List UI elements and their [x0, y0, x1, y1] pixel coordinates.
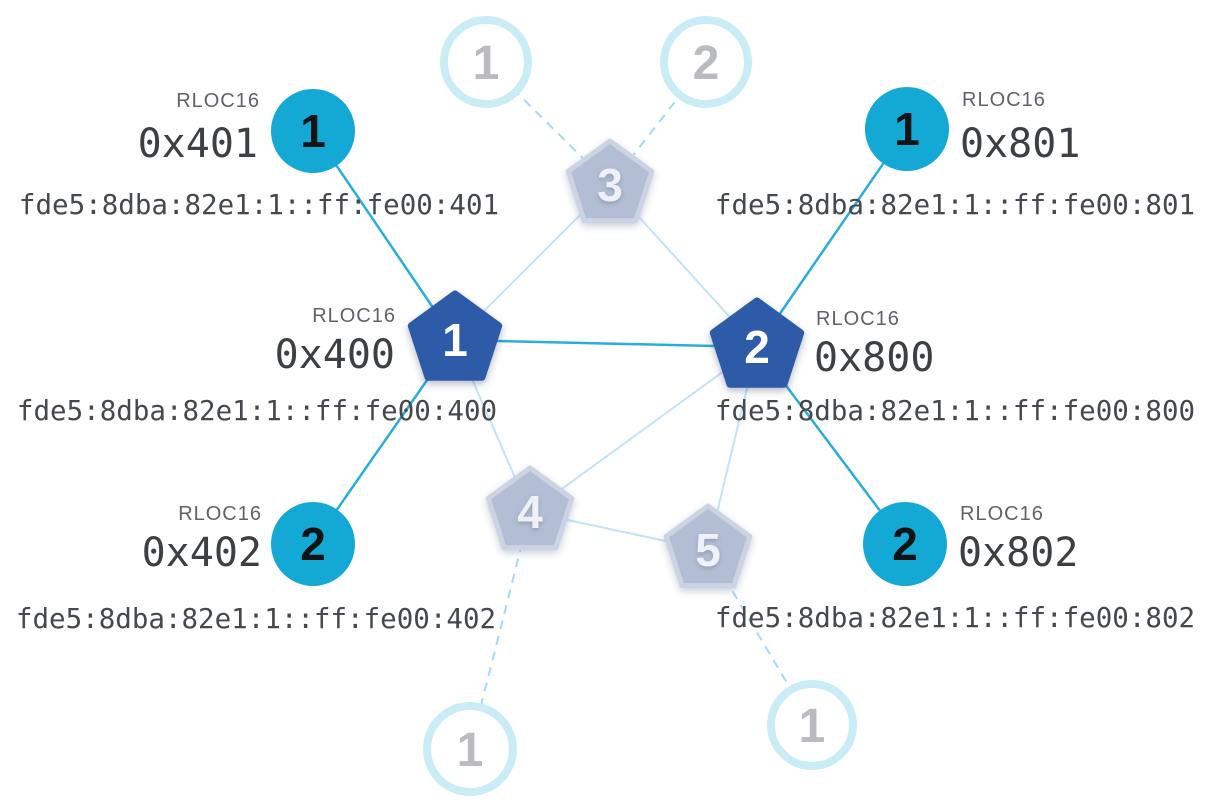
edge-pentagon-4-circle-bottom-1 — [469, 511, 531, 750]
child-0x402-rloc16-caption: RLOC16 — [178, 503, 262, 525]
child-0x801-shape[interactable] — [865, 87, 949, 171]
router-2-number: 2 — [744, 321, 770, 373]
child-0x802-shape[interactable] — [863, 502, 947, 586]
router-1-number: 1 — [442, 314, 468, 366]
router-1-rloc16-value: 0x400 — [275, 332, 395, 378]
node-router-1[interactable]: 1 — [407, 290, 503, 381]
node-circle-bottom-2[interactable]: 1 — [767, 680, 857, 770]
node-pentagon-5[interactable]: 5 — [663, 503, 753, 589]
child-0x402-ipv6-address: fde5:8dba:82e1:1::ff:fe00:402 — [16, 603, 496, 635]
child-0x401-rloc16-caption: RLOC16 — [176, 90, 260, 112]
child-0x801-ipv6-address: fde5:8dba:82e1:1::ff:fe00:801 — [715, 189, 1195, 221]
circle-top-2-number: 2 — [693, 37, 720, 90]
child-0x802-rloc16-value: 0x802 — [958, 530, 1078, 576]
child-0x402-shape[interactable] — [271, 502, 355, 586]
router-1-shape[interactable] — [407, 290, 503, 381]
child-0x801-rloc16-value: 0x801 — [960, 121, 1080, 167]
pentagon-3-shape[interactable] — [565, 138, 655, 224]
node-pentagon-3[interactable]: 3 — [565, 138, 655, 224]
child-0x801-number: 1 — [894, 103, 920, 155]
child-0x401-rloc16-value: 0x401 — [138, 121, 258, 167]
child-0x402-number: 2 — [300, 518, 326, 570]
router-1-ipv6-address: fde5:8dba:82e1:1::ff:fe00:400 — [17, 395, 497, 427]
child-0x401-shape[interactable] — [271, 89, 355, 173]
pentagon-5-number: 5 — [695, 524, 721, 576]
router-1-rloc16-caption: RLOC16 — [312, 305, 396, 327]
child-0x802-number: 2 — [892, 518, 918, 570]
circle-top-2-shape[interactable] — [660, 16, 752, 108]
child-0x801-rloc16-caption: RLOC16 — [962, 89, 1046, 111]
circle-top-1-number: 1 — [473, 37, 500, 90]
child-0x802-ipv6-address: fde5:8dba:82e1:1::ff:fe00:802 — [715, 602, 1195, 634]
node-child-0x402[interactable]: 2 — [271, 502, 355, 586]
pentagon-4-number: 4 — [517, 486, 543, 538]
node-child-0x401[interactable]: 1 — [271, 89, 355, 173]
node-child-0x801[interactable]: 1 — [865, 87, 949, 171]
child-0x802-rloc16-caption: RLOC16 — [960, 503, 1044, 525]
circle-bottom-1-number: 1 — [457, 724, 484, 777]
edge-child-0x401-router-1 — [311, 130, 457, 341]
node-pentagon-4[interactable]: 4 — [485, 465, 575, 551]
edge-child-0x801-router-2 — [755, 128, 909, 348]
router-2-rloc16-caption: RLOC16 — [816, 308, 900, 330]
labels-layer: RLOC160x401fde5:8dba:82e1:1::ff:fe00:401… — [16, 89, 1195, 635]
node-circle-bottom-1[interactable]: 1 — [423, 702, 517, 796]
node-router-2[interactable]: 2 — [709, 297, 805, 388]
child-0x401-number: 1 — [300, 105, 326, 157]
nodes-layer: 1 2 1 2 1 2 3 4 5 1 2 1 1 — [271, 16, 949, 796]
router-2-rloc16-value: 0x800 — [814, 335, 934, 381]
circle-bottom-2-number: 1 — [799, 700, 826, 753]
node-circle-top-2[interactable]: 2 — [660, 16, 752, 108]
child-0x402-rloc16-value: 0x402 — [142, 530, 262, 576]
circle-top-1-shape[interactable] — [440, 16, 532, 108]
pentagon-3-number: 3 — [597, 159, 623, 211]
circle-bottom-1-shape[interactable] — [423, 702, 517, 796]
edge-router-2-pentagon-4 — [529, 346, 758, 513]
circle-bottom-2-shape[interactable] — [767, 680, 857, 770]
pentagon-4-shape[interactable] — [485, 465, 575, 551]
edge-router-1-router-2 — [454, 338, 758, 349]
node-circle-top-1[interactable]: 1 — [440, 16, 532, 108]
pentagon-5-shape[interactable] — [663, 503, 753, 589]
router-2-ipv6-address: fde5:8dba:82e1:1::ff:fe00:800 — [715, 395, 1195, 427]
router-2-shape[interactable] — [709, 297, 805, 388]
child-0x401-ipv6-address: fde5:8dba:82e1:1::ff:fe00:401 — [19, 189, 499, 221]
node-child-0x802[interactable]: 2 — [863, 502, 947, 586]
